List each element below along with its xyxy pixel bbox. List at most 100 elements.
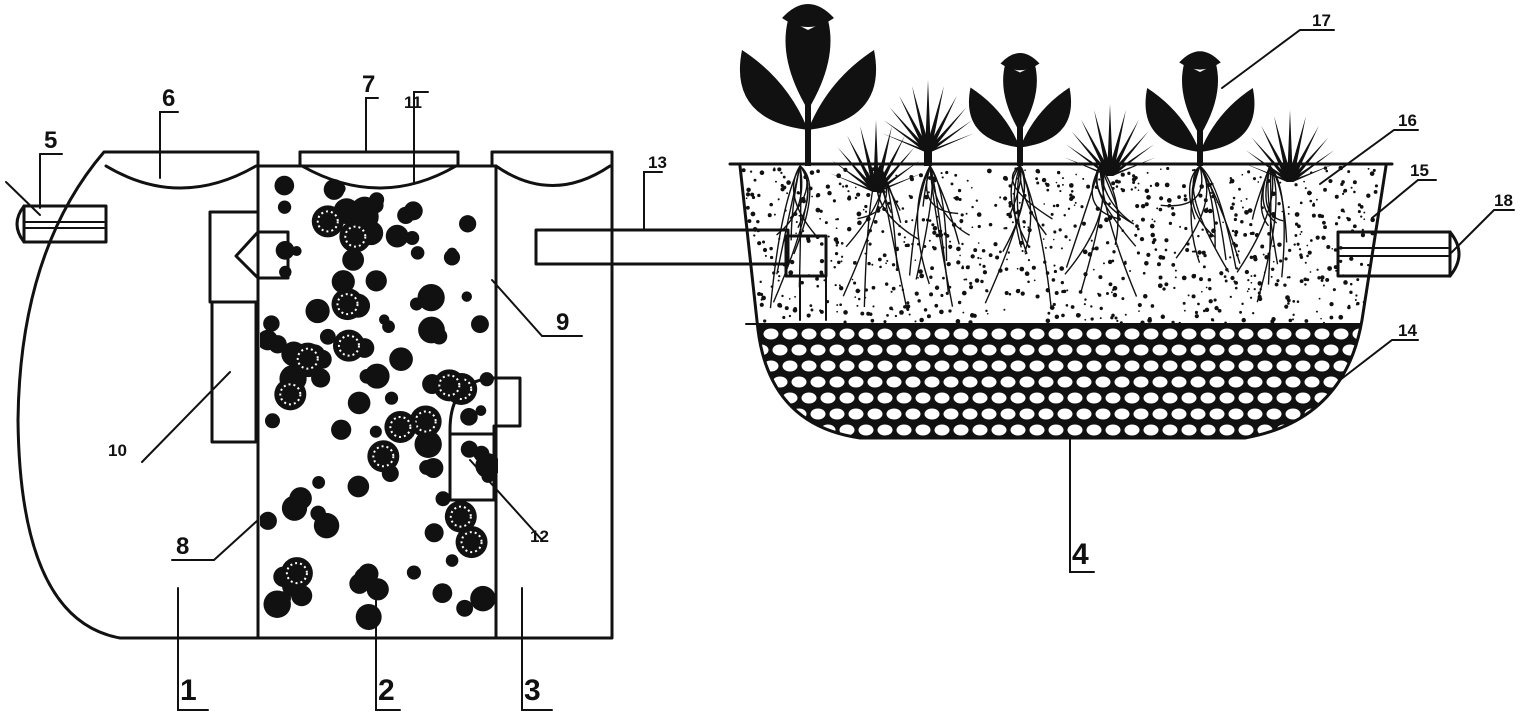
gravel-stone — [1190, 344, 1206, 356]
soil-grain — [1024, 252, 1027, 255]
soil-grain — [836, 217, 840, 221]
media-ball — [461, 291, 472, 302]
media-ball — [277, 200, 292, 214]
soil-grain — [955, 319, 961, 324]
soil-grain — [763, 319, 767, 323]
soil-grain — [1309, 271, 1312, 273]
gravel-stone — [1200, 328, 1216, 340]
gravel-stone — [1266, 344, 1282, 356]
root — [1260, 165, 1271, 227]
soil-grain — [1018, 201, 1021, 204]
soil-grain — [815, 234, 820, 239]
soil-grain — [1004, 226, 1008, 230]
soil-grain — [950, 182, 954, 186]
soil-grain — [1086, 184, 1091, 189]
soil-grain — [825, 300, 830, 304]
soil-grain — [961, 266, 965, 270]
gravel-stone — [1086, 328, 1102, 340]
media-ball — [471, 315, 489, 334]
soil-grain — [1044, 246, 1047, 249]
soil-grain — [891, 286, 896, 291]
gravel-stone — [1181, 424, 1197, 436]
soil-grain — [1217, 308, 1222, 313]
soil-grain — [1069, 193, 1073, 197]
soil-grain — [1129, 270, 1132, 272]
soil-grain — [1249, 223, 1253, 227]
gravel-stone — [772, 408, 788, 420]
soil-grain — [780, 183, 784, 188]
soil-grain — [960, 213, 964, 217]
soil-grain — [1024, 169, 1026, 172]
soil-grain — [1183, 194, 1187, 198]
soil-grain — [1073, 204, 1076, 207]
gravel-stone — [981, 408, 997, 420]
gravel-stone — [962, 376, 978, 388]
soil-grain — [1197, 234, 1200, 238]
soil-grain — [1171, 212, 1176, 217]
soil-grain — [1053, 269, 1057, 274]
soil-grain — [1304, 261, 1307, 264]
soil-grain — [1357, 210, 1361, 214]
gravel-stone — [1228, 376, 1244, 388]
soil-grain — [985, 309, 988, 313]
wetland-basin — [738, 164, 1388, 440]
soil-grain — [1044, 182, 1048, 185]
media-ring-pattern — [344, 225, 367, 248]
gravel-stone — [744, 392, 760, 404]
label-14: 14 — [1398, 321, 1417, 340]
soil-grain — [903, 241, 906, 243]
gravel-stone — [1190, 408, 1206, 420]
soil-grain — [1160, 168, 1162, 171]
soil-grain — [1068, 183, 1074, 188]
soil-grain — [1067, 207, 1071, 211]
gravel-stone — [1124, 392, 1140, 404]
soil-grain — [1244, 269, 1250, 275]
soil-grain — [919, 273, 925, 279]
soil-grain — [958, 197, 962, 202]
media-ball — [349, 573, 370, 594]
soil-grain — [932, 230, 937, 235]
soil-grain — [838, 284, 841, 287]
media-ball — [473, 445, 490, 462]
gravel-stone — [991, 328, 1007, 340]
soil-grain — [1102, 262, 1105, 265]
soil-grain — [1064, 235, 1068, 239]
soil-grain — [1146, 171, 1149, 174]
soil-grain — [1004, 291, 1009, 296]
soil-grain — [777, 279, 780, 282]
soil-grain — [1036, 181, 1040, 185]
soil-grain — [796, 191, 800, 195]
soil-grain — [975, 199, 979, 202]
gravel-stone — [1238, 392, 1254, 404]
gravel-stone — [924, 344, 940, 356]
soil-grain — [1158, 275, 1163, 280]
gravel-stone — [943, 376, 959, 388]
soil-grain — [1020, 291, 1025, 296]
gravel-stone — [1200, 360, 1216, 372]
soil-grain — [1233, 217, 1238, 222]
soil-grain — [1241, 317, 1246, 323]
gravel-stone — [1010, 392, 1026, 404]
soil-grain — [1099, 317, 1102, 320]
soil-grain — [1234, 233, 1238, 237]
soil-grain — [1315, 198, 1318, 201]
soil-grain — [890, 290, 893, 293]
root — [1190, 165, 1201, 263]
soil-grain — [837, 260, 841, 265]
gravel-stone — [1219, 328, 1235, 340]
media-ball — [384, 391, 399, 405]
soil-grain — [1329, 315, 1334, 320]
soil-grain — [1270, 275, 1273, 278]
soil-grain — [1343, 188, 1348, 193]
soil-grain — [741, 168, 746, 173]
soil-grain — [1252, 177, 1257, 181]
soil-grain — [1229, 205, 1234, 210]
soil-grain — [1024, 271, 1030, 277]
root — [929, 165, 960, 245]
gravel-stone — [1029, 392, 1045, 404]
soil-grain — [860, 311, 865, 316]
soil-grain — [1299, 279, 1304, 284]
gravel-stone — [1105, 360, 1121, 372]
gravel-stone — [744, 360, 760, 372]
media-ring-pattern — [438, 374, 461, 397]
